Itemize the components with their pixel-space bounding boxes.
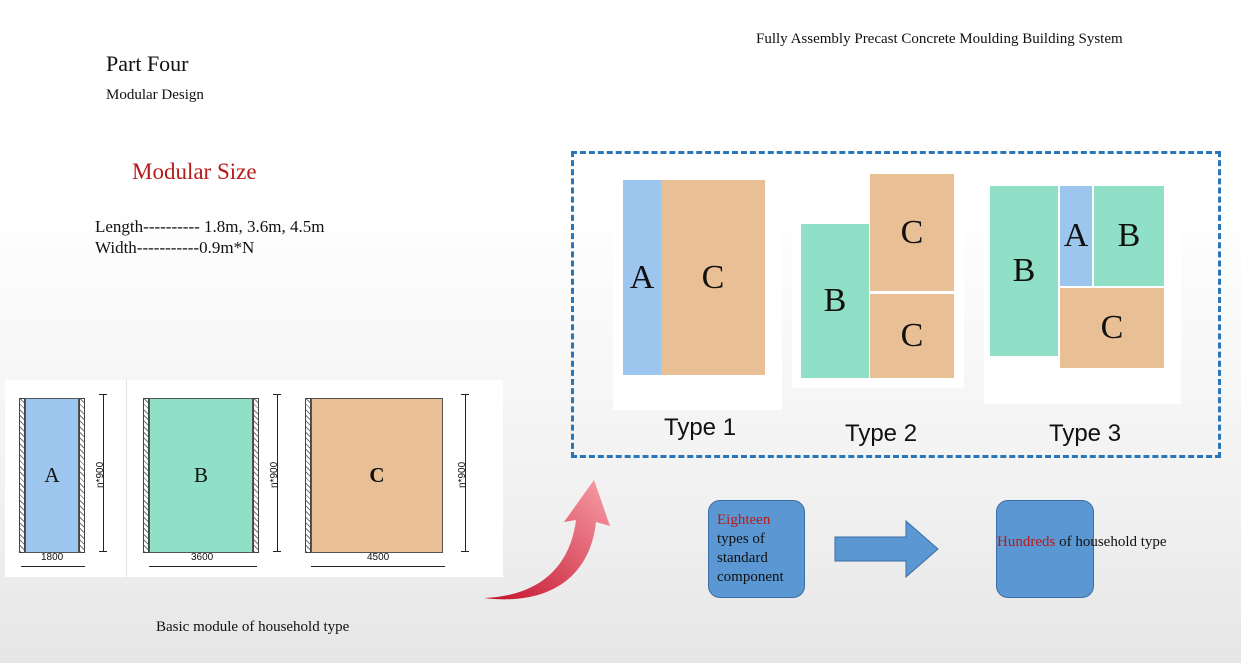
modular-size-heading: Modular Size bbox=[132, 159, 257, 184]
wall-hatch bbox=[143, 398, 149, 553]
module-a-height-dim: n*900 bbox=[95, 461, 106, 488]
module-c-label: C bbox=[369, 463, 385, 487]
basic-module-caption: Basic module of household type bbox=[156, 619, 350, 635]
room-label: C bbox=[701, 258, 725, 296]
dimension-tick bbox=[273, 394, 281, 395]
module-c: C bbox=[311, 398, 443, 553]
module-c-width-dim: 4500 bbox=[367, 552, 390, 563]
wall-hatch bbox=[253, 398, 259, 553]
room-a: A bbox=[1060, 186, 1092, 286]
module-b-height-dim: n*900 bbox=[269, 461, 280, 488]
module-b-label: B bbox=[193, 463, 208, 487]
dimension-tick bbox=[273, 551, 281, 552]
room-label: C bbox=[900, 317, 924, 354]
size-spec: Length---------- 1.8m, 3.6m, 4.5m Width-… bbox=[95, 216, 324, 258]
type2-plan: B C C bbox=[792, 172, 964, 388]
room-c: C bbox=[661, 180, 765, 375]
room-label: B bbox=[823, 282, 847, 319]
hundreds-highlight: Hundreds bbox=[997, 534, 1056, 550]
household-type-box: Hundreds of household type bbox=[996, 500, 1167, 598]
dimension-line bbox=[311, 566, 445, 567]
module-c-height-dim: n*900 bbox=[457, 461, 468, 488]
dimension-line bbox=[277, 394, 278, 552]
type3-label: Type 3 bbox=[1049, 420, 1122, 447]
section-title: Part Four bbox=[106, 51, 189, 76]
module-b-width-dim: 3600 bbox=[191, 552, 214, 563]
length-spec: Length---------- 1.8m, 3.6m, 4.5m bbox=[95, 217, 325, 236]
dimension-line bbox=[21, 566, 85, 567]
room-c: C bbox=[1060, 288, 1164, 368]
dimension-line bbox=[103, 394, 104, 552]
width-spec: Width-----------0.9m*N bbox=[95, 238, 255, 257]
room-label: A bbox=[1063, 217, 1089, 254]
household-type-text: of household type bbox=[1055, 534, 1167, 550]
dimension-tick bbox=[461, 551, 469, 552]
dimension-line bbox=[465, 394, 466, 552]
module-a: A bbox=[25, 398, 79, 553]
types-frame bbox=[571, 151, 1221, 458]
room-label: B bbox=[1012, 252, 1036, 289]
room-c: C bbox=[870, 174, 954, 291]
room-c: C bbox=[870, 294, 954, 378]
room-label: B bbox=[1117, 217, 1141, 254]
room-label: C bbox=[1100, 309, 1124, 346]
wall-hatch bbox=[79, 398, 85, 553]
curved-up-arrow-icon bbox=[484, 480, 610, 600]
room-b: B bbox=[990, 186, 1058, 356]
wall-hatch bbox=[305, 398, 311, 553]
eighteen-highlight: Eighteen bbox=[717, 512, 771, 528]
wall-hatch bbox=[19, 398, 25, 553]
standard-component-text: types of standard component bbox=[717, 531, 784, 585]
section-subtitle: Modular Design bbox=[106, 87, 204, 103]
room-label: C bbox=[900, 213, 924, 251]
divider bbox=[126, 380, 127, 577]
room-b: B bbox=[801, 224, 869, 378]
room-b: B bbox=[1094, 186, 1164, 286]
room-a: A bbox=[623, 180, 661, 375]
type1-label: Type 1 bbox=[664, 414, 737, 441]
module-a-width-dim: 1800 bbox=[41, 552, 64, 563]
right-arrow-icon bbox=[834, 520, 939, 578]
type1-plan: A C bbox=[613, 170, 782, 410]
type2-label: Type 2 bbox=[845, 420, 918, 447]
standard-component-box: Eighteen types of standard component bbox=[708, 500, 805, 598]
dimension-line bbox=[149, 566, 257, 567]
basic-module-panel: A n*900 1800 B n*900 3600 C n*900 4500 bbox=[5, 380, 503, 577]
dimension-tick bbox=[99, 394, 107, 395]
type3-plan: B A B C bbox=[984, 176, 1181, 404]
module-a-label: A bbox=[44, 463, 60, 487]
room-label: A bbox=[629, 258, 655, 296]
header-title: Fully Assembly Precast Concrete Moulding… bbox=[756, 31, 1123, 47]
dimension-tick bbox=[461, 394, 469, 395]
dimension-tick bbox=[99, 551, 107, 552]
module-b: B bbox=[149, 398, 253, 553]
